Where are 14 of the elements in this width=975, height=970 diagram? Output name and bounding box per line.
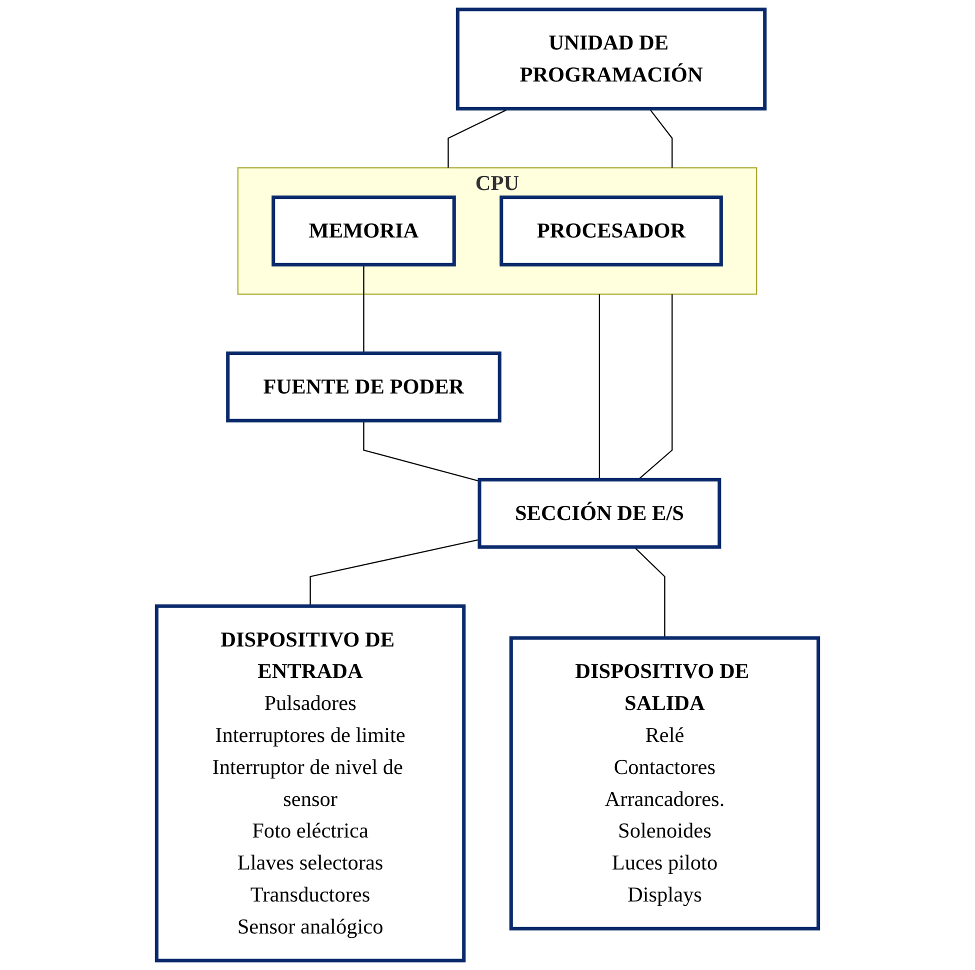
node-box: MEMORIA xyxy=(272,196,456,266)
node-box: PROCESADOR xyxy=(500,196,723,266)
connector xyxy=(363,264,364,354)
node-box: UNIDAD DE PROGRAMACIÓN xyxy=(456,8,767,110)
connector xyxy=(598,294,600,480)
node-box: DISPOSITIVO DE ENTRADA Pulsadores Interruptores de limite Interruptor de nivel de sensor Foto eléctrica Llaves selectoras Transductores Sensor analógico xyxy=(154,604,466,962)
node-box: DISPOSITIVO DE SALIDA Relé Contactores Arrancadores. Solenoides Luces piloto Displays xyxy=(509,636,820,930)
connector xyxy=(648,108,673,168)
connector xyxy=(363,420,480,482)
node-box: FUENTE DE PODER xyxy=(226,352,502,422)
connector xyxy=(310,539,480,606)
connector xyxy=(638,294,673,480)
node-box: SECCIÓN DE E/S xyxy=(478,478,722,549)
connector xyxy=(634,546,666,638)
